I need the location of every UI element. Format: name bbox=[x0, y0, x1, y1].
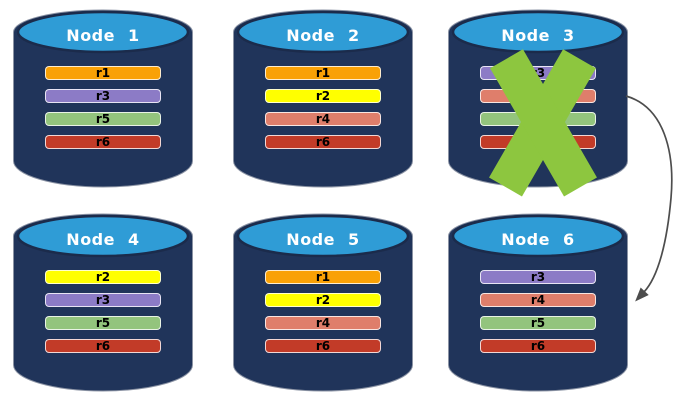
replica-bar: r1 bbox=[265, 66, 381, 80]
replica-list: r1 r3 r5 r6 bbox=[45, 66, 161, 158]
replica-bar: r5 bbox=[45, 316, 161, 330]
node-title: Node 6 bbox=[501, 230, 575, 249]
replica-bar: r4 bbox=[265, 316, 381, 330]
node-1: Node 1 r1 r3 r5 r6 bbox=[12, 8, 194, 190]
replica-bar: r4 bbox=[480, 293, 596, 307]
replica-bar: r2 bbox=[45, 270, 161, 284]
replica-bar: r6 bbox=[265, 339, 381, 353]
replica-bar: r6 bbox=[45, 339, 161, 353]
replica-bar: r6 bbox=[45, 135, 161, 149]
node-4: Node 4 r2 r3 r5 r6 bbox=[12, 212, 194, 394]
replica-bar: r4 bbox=[265, 112, 381, 126]
replica-bar: r1 bbox=[265, 270, 381, 284]
replica-list: r1 r2 r4 r6 bbox=[265, 66, 381, 158]
replica-bar: r5 bbox=[45, 112, 161, 126]
failed-node-x-icon bbox=[489, 49, 597, 197]
replica-bar: r2 bbox=[265, 89, 381, 103]
node-title: Node 2 bbox=[286, 26, 360, 45]
replica-bar: r3 bbox=[480, 270, 596, 284]
replica-list: r3 r4 r5 r6 bbox=[480, 270, 596, 362]
replica-bar: r3 bbox=[45, 293, 161, 307]
node-2: Node 2 r1 r2 r4 r6 bbox=[232, 8, 414, 190]
replica-bar: r6 bbox=[480, 339, 596, 353]
replica-bar: r1 bbox=[45, 66, 161, 80]
node-title: Node 5 bbox=[286, 230, 360, 249]
replica-list: r2 r3 r5 r6 bbox=[45, 270, 161, 362]
node-title: Node 4 bbox=[66, 230, 140, 249]
replica-list: r1 r2 r4 r6 bbox=[265, 270, 381, 362]
node-6: Node 6 r3 r4 r5 r6 bbox=[447, 212, 629, 394]
node-title: Node 1 bbox=[66, 26, 140, 45]
replica-bar: r3 bbox=[45, 89, 161, 103]
node-5: Node 5 r1 r2 r4 r6 bbox=[232, 212, 414, 394]
replica-bar: r5 bbox=[480, 316, 596, 330]
node-title: Node 3 bbox=[501, 26, 575, 45]
replica-bar: r2 bbox=[265, 293, 381, 307]
replica-bar: r6 bbox=[265, 135, 381, 149]
node-3: Node 3 r3 r4 r5 r6 bbox=[447, 8, 629, 197]
